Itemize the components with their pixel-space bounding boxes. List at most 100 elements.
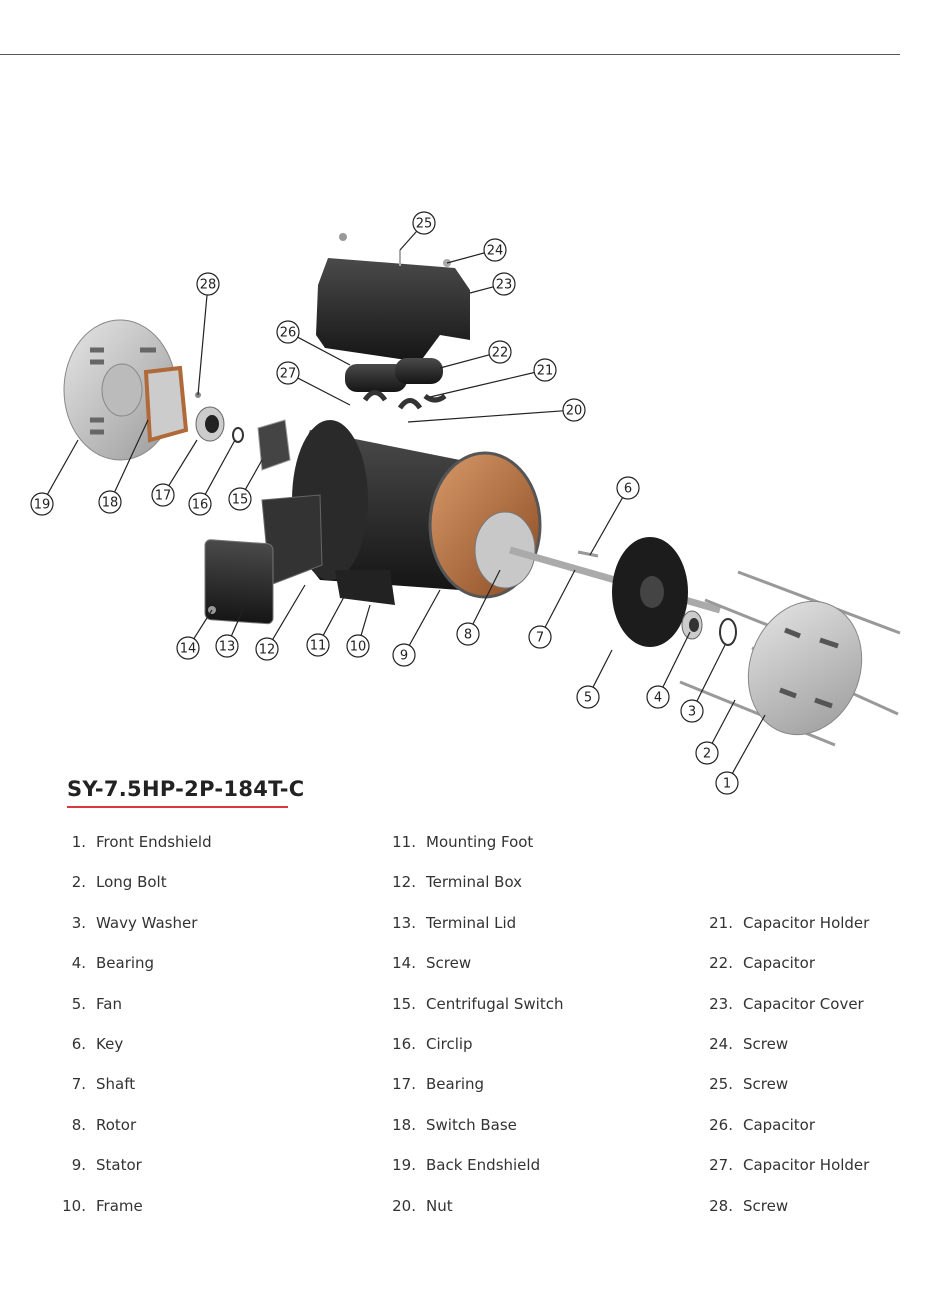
parts-list-item: 11.Mounting Foot bbox=[386, 832, 533, 852]
part-name: Screw bbox=[743, 1196, 789, 1215]
callout-number: 17 bbox=[155, 489, 172, 504]
callout-22: 22 bbox=[439, 340, 512, 369]
callout-circle bbox=[616, 476, 640, 500]
callout-leader-line bbox=[322, 594, 346, 636]
callout-14: 14 bbox=[176, 609, 213, 660]
part-name: Long Bolt bbox=[96, 873, 167, 892]
callout-leader-line bbox=[469, 286, 494, 294]
callout-number: 27 bbox=[280, 367, 297, 382]
parts-list-item: 17.Bearing bbox=[386, 1074, 484, 1094]
callout-number: 8 bbox=[464, 628, 472, 643]
callout-leader-line bbox=[472, 569, 501, 625]
callout-number: 1 bbox=[723, 777, 731, 792]
callout-number: 15 bbox=[232, 493, 249, 508]
callout-circle bbox=[255, 637, 279, 661]
callout-number: 18 bbox=[102, 496, 119, 511]
part-name: Screw bbox=[743, 1075, 789, 1094]
part-number: 3. bbox=[71, 913, 86, 932]
callout-11: 11 bbox=[306, 594, 346, 657]
part-name: Shaft bbox=[96, 1075, 136, 1094]
part-number: 26. bbox=[709, 1115, 733, 1134]
callout-number: 20 bbox=[566, 404, 583, 419]
callout-leader-line bbox=[696, 644, 726, 702]
callout-7: 7 bbox=[528, 569, 576, 649]
callout-21: 21 bbox=[429, 358, 557, 398]
part-number: 6. bbox=[71, 1035, 86, 1053]
callout-circle bbox=[151, 483, 175, 507]
part-name: Wavy Washer bbox=[96, 913, 198, 932]
callout-leader-line bbox=[407, 410, 564, 423]
callout-leader-line bbox=[360, 604, 371, 636]
callout-number: 13 bbox=[219, 640, 236, 655]
callout-leader-line bbox=[168, 439, 198, 486]
callout-circle bbox=[215, 634, 239, 658]
parts-list-item: 16.Circlip bbox=[386, 1034, 472, 1054]
part-name: Switch Base bbox=[426, 1115, 517, 1134]
rotor-part bbox=[474, 511, 536, 589]
callout-number: 4 bbox=[654, 691, 662, 706]
callout-3: 3 bbox=[680, 644, 726, 723]
parts-list-item: 27.Capacitor Holder bbox=[703, 1155, 869, 1175]
parts-list-item: 10.Frame bbox=[56, 1196, 143, 1216]
parts-list-item: 15.Centrifugal Switch bbox=[386, 994, 563, 1014]
parts-list-item: 26.Capacitor bbox=[703, 1115, 815, 1135]
callout-leader-line bbox=[446, 252, 485, 264]
callout-circle bbox=[695, 741, 719, 765]
callout-circle bbox=[456, 622, 480, 646]
callout-number: 23 bbox=[496, 278, 513, 293]
capacitor-holder-part bbox=[362, 390, 447, 410]
callout-number: 26 bbox=[280, 326, 297, 341]
part-name: Capacitor bbox=[743, 954, 816, 973]
parts-list-item: 12.Terminal Box bbox=[386, 872, 522, 892]
bearing-17-part bbox=[195, 406, 225, 442]
callout-circle bbox=[188, 492, 212, 516]
part-name: Terminal Lid bbox=[426, 913, 517, 932]
callout-15: 15 bbox=[228, 459, 263, 511]
callout-circle bbox=[488, 340, 512, 364]
callout-number: 12 bbox=[259, 643, 276, 658]
callout-5: 5 bbox=[576, 649, 613, 709]
parts-list-item: 19.Back Endshield bbox=[386, 1155, 540, 1175]
part-name: Fan bbox=[96, 994, 122, 1013]
part-number: 20. bbox=[392, 1196, 416, 1215]
title-underline bbox=[67, 806, 288, 808]
callout-circle bbox=[680, 699, 704, 723]
part-name: Capacitor Holder bbox=[743, 1156, 870, 1175]
callout-circle bbox=[646, 685, 670, 709]
callout-circle bbox=[276, 320, 300, 344]
callout-number: 25 bbox=[416, 217, 433, 232]
callout-circle bbox=[412, 211, 436, 235]
callout-9: 9 bbox=[392, 589, 441, 667]
callout-8: 8 bbox=[456, 569, 501, 646]
parts-list-item: 20.Nut bbox=[386, 1196, 452, 1216]
callout-circle bbox=[715, 771, 739, 795]
part-number: 7. bbox=[71, 1075, 86, 1094]
callout-circle bbox=[492, 272, 516, 296]
callout-12: 12 bbox=[255, 584, 306, 661]
callout-leader-line bbox=[439, 354, 490, 369]
callout-number: 10 bbox=[350, 640, 367, 655]
parts-list-item: 3. Wavy Washer bbox=[56, 913, 198, 933]
callout-1: 1 bbox=[715, 714, 766, 795]
callout-number: 19 bbox=[34, 498, 51, 513]
callout-leader-line bbox=[297, 336, 351, 366]
callout-leader-line bbox=[114, 419, 149, 493]
callout-23: 23 bbox=[469, 272, 516, 296]
callout-number: 16 bbox=[192, 498, 209, 513]
callout-number: 14 bbox=[180, 642, 197, 657]
part-name: Bearing bbox=[426, 1075, 485, 1094]
part-number: 18. bbox=[392, 1115, 416, 1134]
parts-list-item: 13.Terminal Lid bbox=[386, 913, 516, 933]
callout-leader-line bbox=[230, 604, 246, 637]
parts-list-item: 14.Screw bbox=[386, 953, 471, 973]
callout-number: 28 bbox=[200, 278, 217, 293]
part-number: 23. bbox=[709, 994, 733, 1013]
parts-list-item: 9.Stator bbox=[56, 1155, 142, 1175]
part-number: 12. bbox=[392, 873, 416, 892]
capacitor-22-part bbox=[395, 358, 443, 384]
callout-leader-line bbox=[662, 631, 691, 688]
part-number: 8. bbox=[71, 1115, 86, 1134]
part-name: Centrifugal Switch bbox=[426, 994, 564, 1013]
part-number: 22. bbox=[709, 954, 733, 973]
part-name: Rotor bbox=[96, 1115, 137, 1134]
